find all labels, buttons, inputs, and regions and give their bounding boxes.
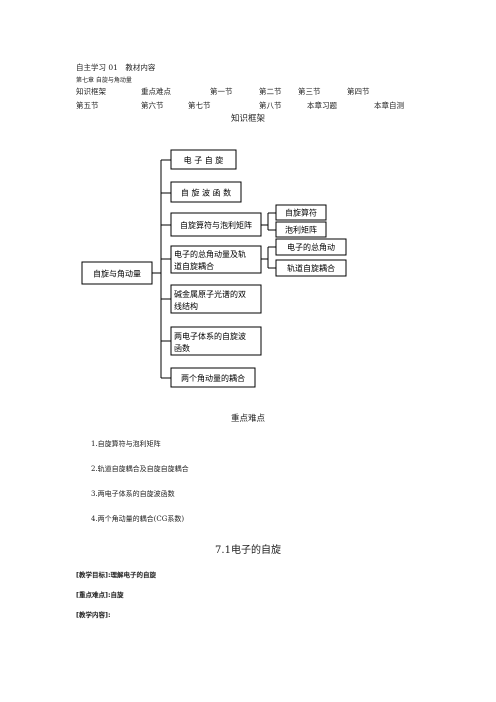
nav-link-section-6[interactable]: 第六节 xyxy=(141,101,164,110)
box-electron-total-angular xyxy=(275,238,347,256)
sub-label-spin-operator: 自旋算符 xyxy=(285,208,317,218)
keypoint-item-3: 3.两电子体系的自旋波函数 xyxy=(91,490,175,498)
root-label: 自旋与角动量 xyxy=(93,269,141,279)
nav-link-section-4[interactable]: 第四节 xyxy=(347,87,370,96)
section-title: 7.1电子的自旋 xyxy=(215,545,281,556)
nav-link-section-7[interactable]: 第七节 xyxy=(188,101,211,110)
box-label-5b: 线结构 xyxy=(174,301,198,311)
keypoints-title: 重点难点 xyxy=(230,414,265,424)
box-electron-spin xyxy=(170,149,237,170)
box-label-7: 两个角动量的耦合 xyxy=(181,373,245,383)
keypoint-item-4: 4.两个角动量的耦合(CG系数) xyxy=(91,515,185,523)
header-title: 自主学习 01 教材内容 xyxy=(76,63,156,72)
box-two-electron-spin xyxy=(170,326,262,356)
chapter-title: 第七章 自旋与角动量 xyxy=(76,77,132,84)
teaching-content: [教学内容]: xyxy=(76,611,111,619)
nav-link-exercises[interactable]: 本章习题 xyxy=(307,101,337,110)
box-label-1: 电 子 自 旋 xyxy=(184,155,224,165)
keypoint-item-2: 2.轨道自旋耦合及自旋自旋耦合 xyxy=(91,465,189,473)
teaching-objective: [教学目标]:理解电子的自旋 xyxy=(76,571,157,579)
box-spin-operator xyxy=(275,204,327,221)
nav-link-section-5[interactable]: 第五节 xyxy=(76,101,99,110)
keypoint-item-1: 1.自旋算符与泡利矩阵 xyxy=(91,440,161,448)
box-alkali-doublet xyxy=(170,284,262,314)
box-label-3: 自旋算符与泡利矩阵 xyxy=(180,220,252,230)
box-label-2: 自 旋 波 函 数 xyxy=(181,188,231,198)
sub-label-orbit-spin: 轨道自旋耦合 xyxy=(287,263,335,273)
nav-link-self-test[interactable]: 本章自测 xyxy=(374,101,404,110)
box-label-6b: 函数 xyxy=(174,343,190,353)
nav-link-keypoints[interactable]: 重点难点 xyxy=(141,87,171,96)
box-label-5a: 碱金属原子光谱的双 xyxy=(174,289,246,299)
box-spin-wavefunction xyxy=(170,181,242,203)
box-label-6a: 两电子体系的自旋波 xyxy=(174,331,246,341)
framework-title: 知识框架 xyxy=(230,114,265,124)
nav-link-framework[interactable]: 知识框架 xyxy=(76,87,106,96)
nav-link-section-2[interactable]: 第二节 xyxy=(259,87,282,96)
box-orbit-spin-coupling xyxy=(275,259,347,277)
box-angular-momentum-coupling xyxy=(170,367,256,388)
nav-link-section-8[interactable]: 第八节 xyxy=(259,101,282,110)
box-pauli-matrix xyxy=(275,221,327,238)
sub-label-total-angular: 电子的总角动 xyxy=(287,242,335,252)
key-difficulty: [重点难点]:自旋 xyxy=(76,591,124,599)
sub-label-pauli: 泡利矩阵 xyxy=(285,225,317,235)
nav-link-section-3[interactable]: 第三节 xyxy=(298,87,321,96)
box-label-4b: 道自旋耦合 xyxy=(174,261,214,271)
nav-link-section-1[interactable]: 第一节 xyxy=(210,87,233,96)
box-label-4a: 电子的总角动量及轨 xyxy=(174,249,246,259)
